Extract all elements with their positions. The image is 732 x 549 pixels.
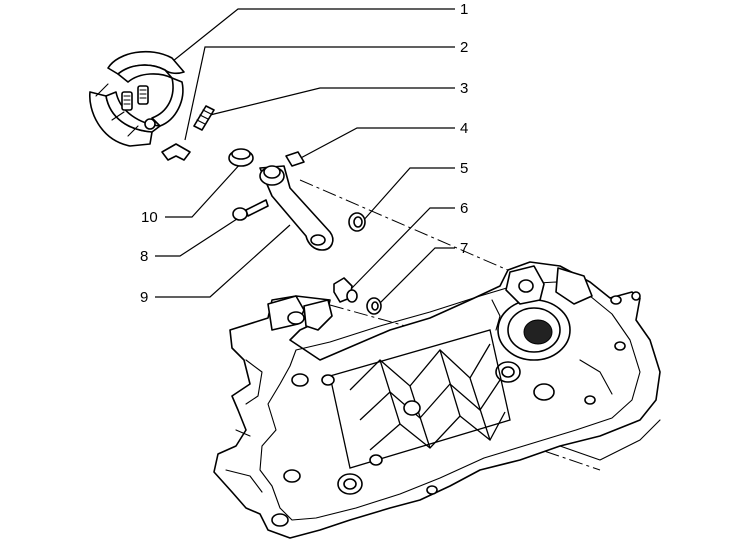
bush xyxy=(228,148,254,167)
leader-6 xyxy=(349,207,455,291)
anchor-plate xyxy=(161,143,191,161)
bolt xyxy=(333,277,358,303)
callout-3: 3 xyxy=(460,80,468,97)
leader-2 xyxy=(184,46,455,141)
leader-9 xyxy=(155,224,291,298)
leader-lines xyxy=(155,8,455,307)
leader-1 xyxy=(167,8,455,66)
callout-9: 9 xyxy=(140,289,148,306)
callout-10: 10 xyxy=(141,209,158,226)
callout-8: 8 xyxy=(140,248,148,265)
brake-lever xyxy=(259,165,334,251)
callout-7: 7 xyxy=(460,240,468,257)
callout-1: 1 xyxy=(460,1,468,18)
callout-5: 5 xyxy=(460,160,468,177)
leader-8 xyxy=(155,216,241,257)
return-spring xyxy=(193,105,215,131)
lever-screw xyxy=(232,199,269,221)
leader-3 xyxy=(209,87,455,116)
callout-4: 4 xyxy=(460,120,468,137)
callout-labels: 1 2 3 4 5 6 7 10 8 9 xyxy=(140,1,468,306)
leader-10 xyxy=(165,161,243,218)
crankcase-housing xyxy=(213,261,661,539)
callout-2: 2 xyxy=(460,39,468,56)
leader-5 xyxy=(361,167,455,223)
washer xyxy=(348,212,366,232)
leader-7 xyxy=(376,247,455,307)
ring xyxy=(285,151,305,167)
callout-6: 6 xyxy=(460,200,468,217)
brake-shoe-assembly xyxy=(89,50,185,147)
small-washer xyxy=(366,297,382,315)
leader-4 xyxy=(296,127,455,161)
